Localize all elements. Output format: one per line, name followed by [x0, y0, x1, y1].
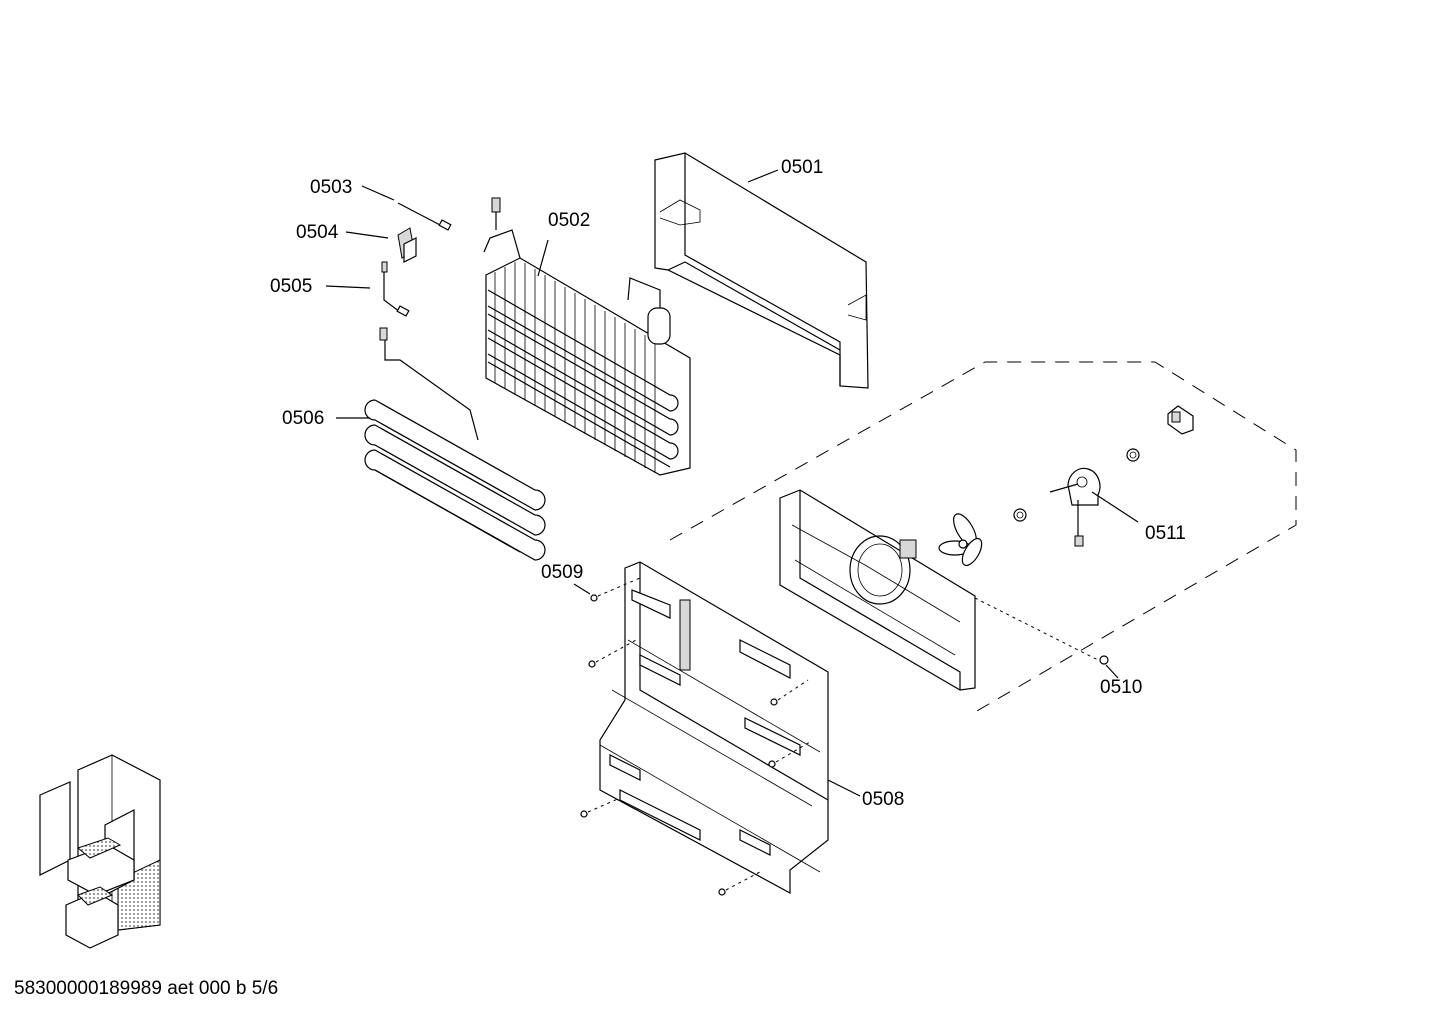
part-bracket	[1167, 405, 1194, 435]
callout-0501: 0501	[781, 157, 823, 178]
leader-0511	[1091, 491, 1139, 523]
part-0503-sensor	[361, 185, 452, 231]
part-0501-cover	[654, 152, 869, 389]
part-0505-wire	[325, 261, 410, 317]
callout-0502: 0502	[548, 210, 590, 231]
leader-0504	[345, 231, 389, 239]
leader-0509	[573, 583, 591, 595]
part-rings	[1013, 448, 1140, 522]
callout-0508: 0508	[862, 789, 904, 810]
leader-0502	[537, 239, 549, 277]
part-0508-rear-panel	[599, 561, 861, 895]
part-fan-blade	[938, 513, 983, 567]
callout-0503: 0503	[310, 177, 352, 198]
callout-0504: 0504	[296, 222, 339, 243]
part-0509-screws	[573, 577, 811, 896]
callout-0506: 0506	[282, 408, 324, 429]
callout-0505: 0505	[270, 276, 312, 297]
part-0504-clip	[345, 227, 417, 263]
part-0506-heater	[336, 327, 546, 561]
callout-0510: 0510	[1100, 677, 1142, 698]
callout-0509: 0509	[541, 562, 583, 583]
leader-0508	[827, 779, 861, 797]
evaporator-tubes	[487, 289, 679, 468]
document-id: 58300000189989 aet 000 b 5/6	[14, 978, 279, 999]
evaporator-fins	[494, 262, 656, 473]
part-0510-screw	[974, 597, 1119, 679]
callout-0511: 0511	[1145, 523, 1186, 544]
part-0502-evaporator	[483, 197, 691, 476]
leader-0503	[361, 185, 395, 201]
leader-0505	[325, 285, 371, 289]
part-fan-housing	[779, 489, 976, 691]
leader-0501	[747, 169, 779, 183]
overview-thumbnail	[39, 754, 161, 949]
leader-0510	[1105, 664, 1119, 679]
part-0511-fan-motor	[1049, 467, 1139, 547]
assembly-outline	[669, 361, 1297, 716]
